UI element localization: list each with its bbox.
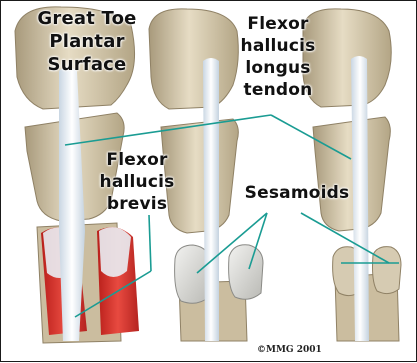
flexor-hallucis-longus-tendon — [59, 67, 85, 341]
fhb-line-3: brevis — [87, 193, 187, 215]
label-sesamoids: Sesamoids — [227, 182, 367, 204]
label-flexor-hallucis-brevis: Flexor hallucis brevis — [87, 149, 187, 215]
fhb-line-1: Flexor — [87, 149, 187, 171]
title-line-2: Plantar — [27, 30, 147, 53]
right-proximal-phalanx — [313, 117, 390, 231]
right-sesamoid-lateral — [373, 247, 402, 294]
label-flexor-hallucis-longus: Flexor hallucis longus tendon — [223, 13, 333, 101]
leader-fhb-vertical — [149, 215, 151, 271]
copyright-notice: ©MMG 2001 — [257, 345, 322, 355]
flhl-line-4: tendon — [223, 79, 333, 101]
flhl-line-2: hallucis — [223, 35, 333, 57]
muscle-tendon-cap-right — [99, 227, 131, 277]
sesamoid-lateral — [229, 245, 263, 300]
flhl-line-1: Flexor — [223, 13, 333, 35]
diagram-title: Great Toe Plantar Surface — [27, 7, 147, 76]
middle-flexor-tendon — [203, 58, 219, 341]
title-line-1: Great Toe — [27, 7, 147, 30]
title-line-3: Surface — [27, 53, 147, 76]
fhb-line-2: hallucis — [87, 171, 187, 193]
flhl-line-3: longus — [223, 57, 333, 79]
